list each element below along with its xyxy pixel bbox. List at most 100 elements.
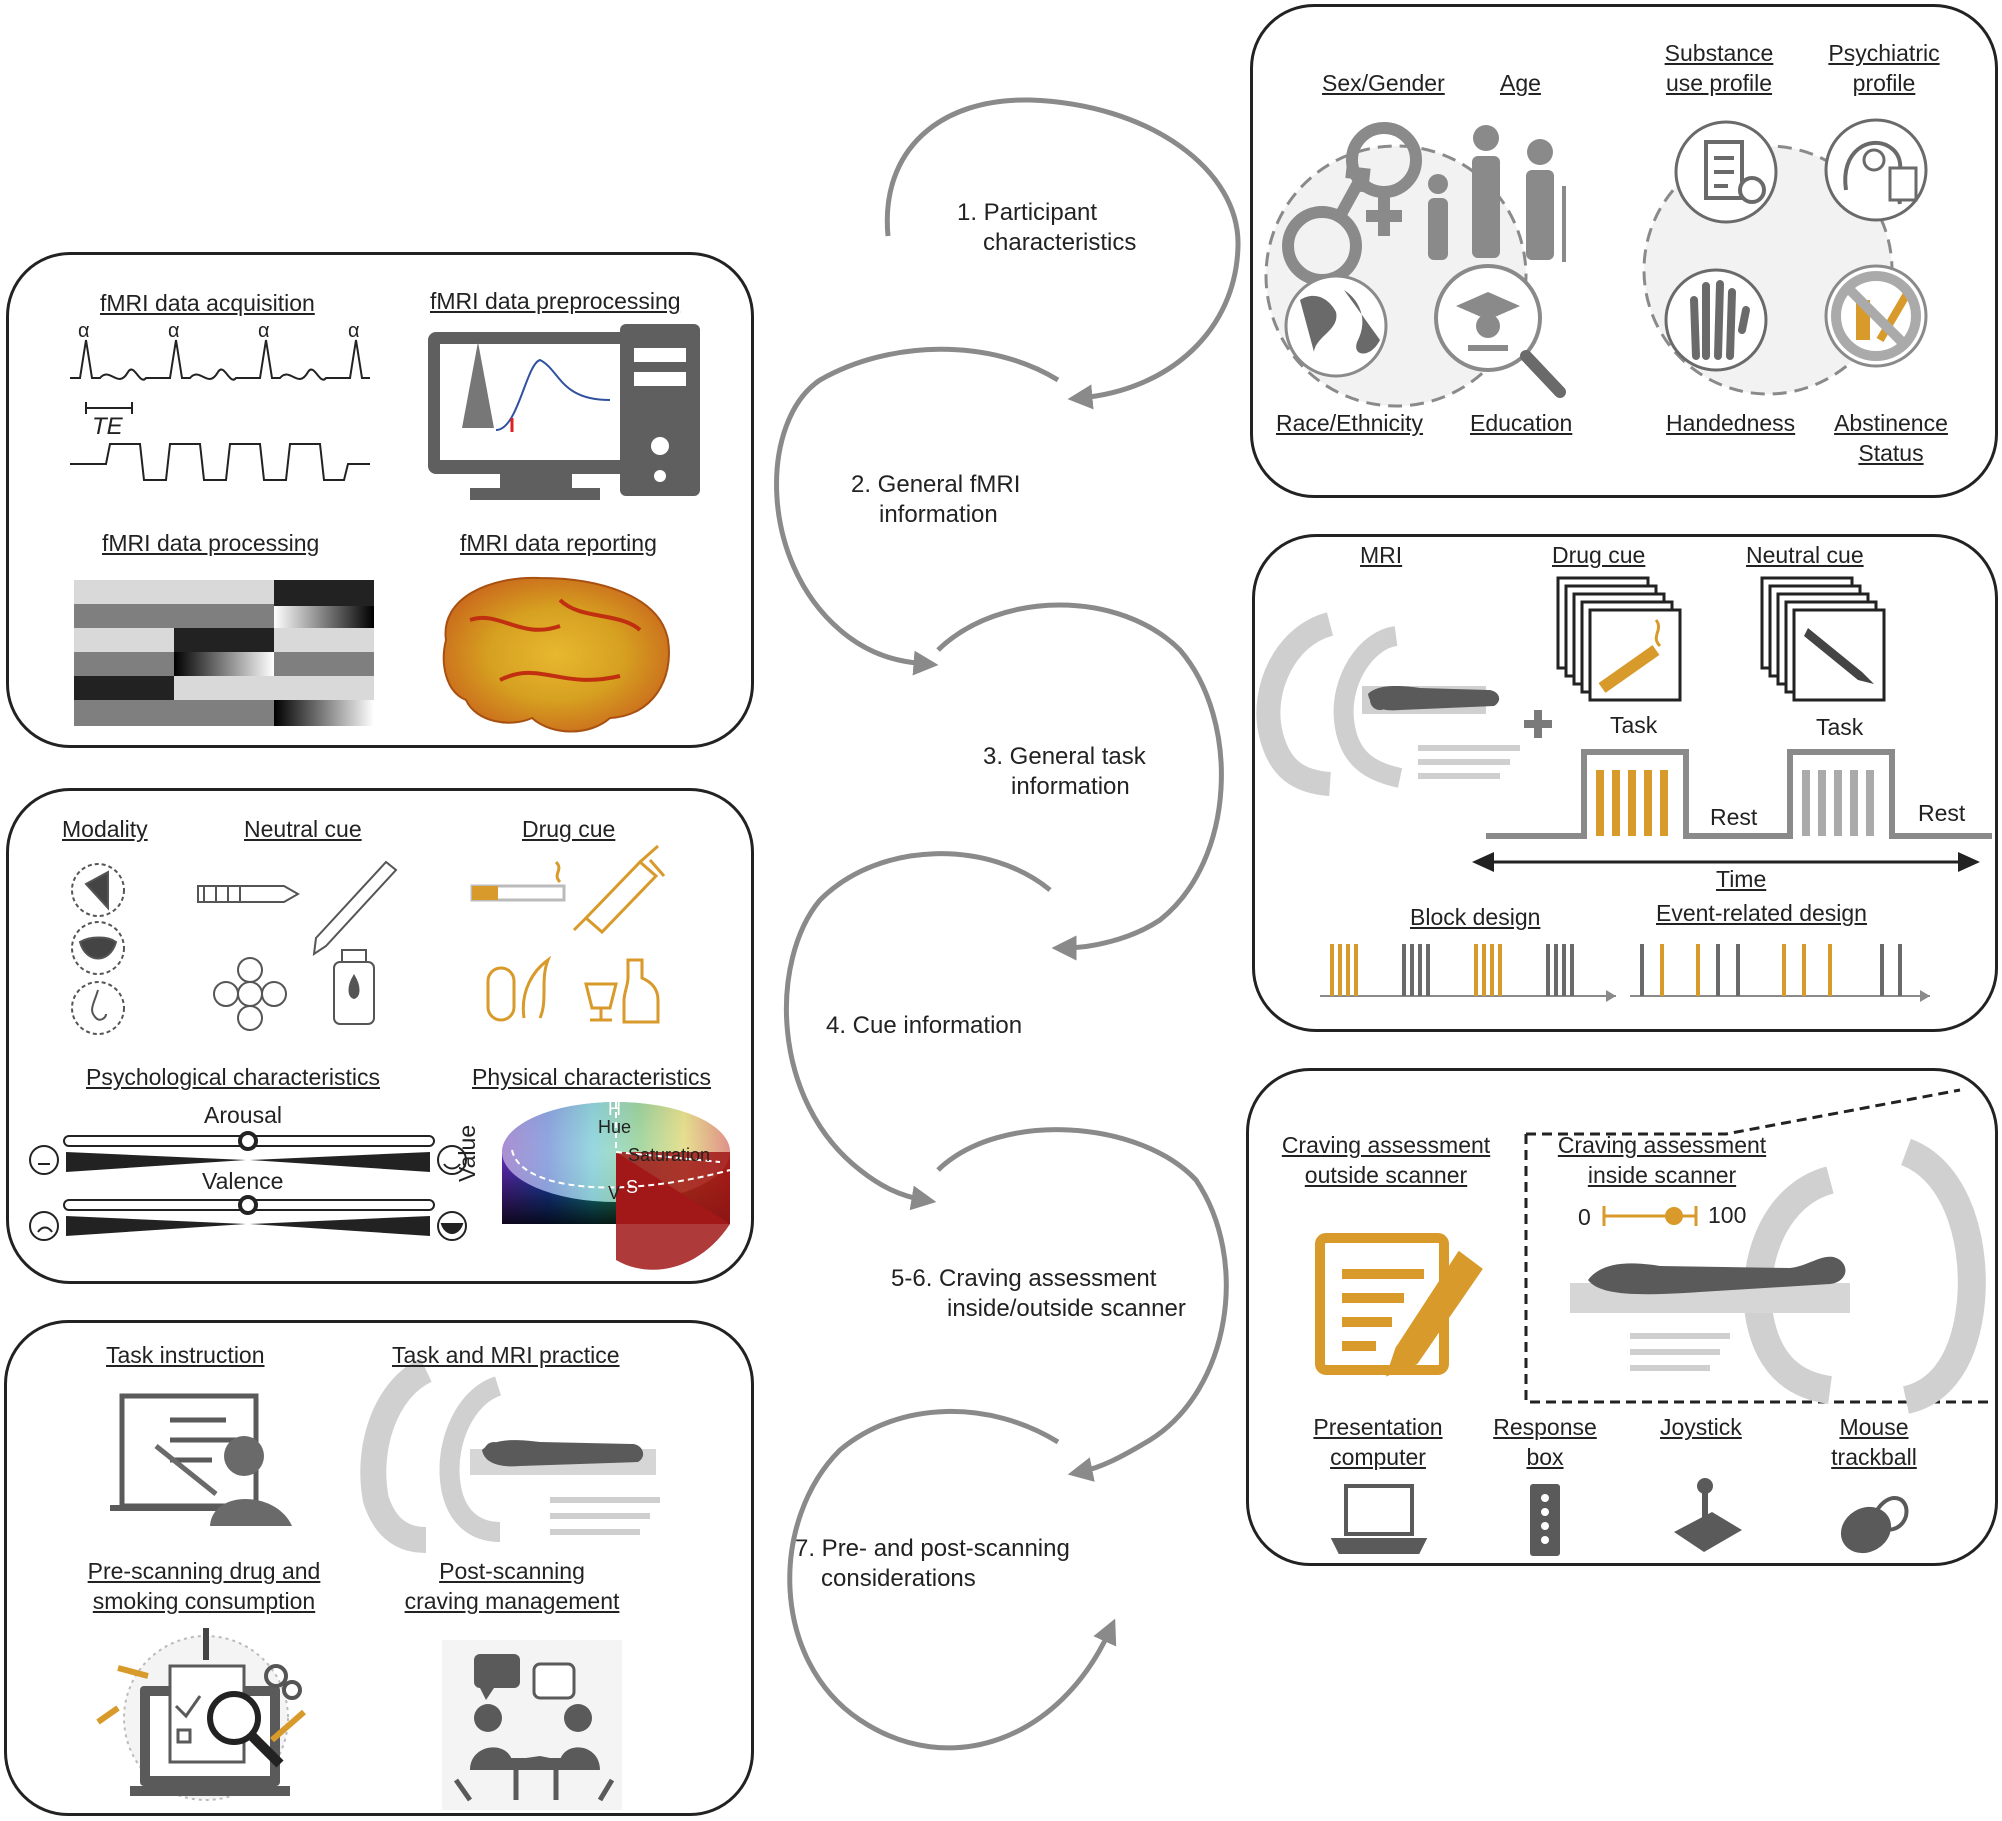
label-line: Status <box>1858 440 1924 466</box>
label-line: Pre-scanning drug and <box>87 1558 321 1584</box>
scale-min-label: 0 <box>1578 1204 1591 1230</box>
mri-scanner-icon <box>1256 612 1552 796</box>
abstinence-status-label: Abstinence Status <box>1826 408 1956 468</box>
cycle-arrows <box>774 97 1241 1751</box>
label-line: trackball <box>1831 1444 1917 1470</box>
modality-icons <box>71 863 125 1035</box>
substance-use-label: Substance use profile <box>1650 38 1788 98</box>
alpha-label-4: α <box>348 320 360 342</box>
saturation-label: Saturation <box>628 1145 711 1165</box>
task-label-1: Task <box>1610 712 1658 738</box>
label-line: Psychiatric <box>1828 40 1940 66</box>
arousal-valence-sliders <box>29 1131 467 1241</box>
hsv-cylinder-icon <box>502 1102 731 1270</box>
questionnaire-icon <box>1315 1233 1483 1377</box>
task-label-2: Task <box>1816 714 1864 740</box>
step-line: characteristics <box>983 229 1137 256</box>
task-instruction-icon <box>110 1393 292 1526</box>
value-label: Value <box>454 1124 480 1182</box>
step-line: inside/outside scanner <box>947 1295 1186 1322</box>
prescan-consumption-icon <box>96 1628 306 1801</box>
step-2-label: 2. General fMRI information <box>851 470 1020 530</box>
modality-label: Modality <box>62 816 148 842</box>
cue-neutral-label: Neutral cue <box>244 816 362 842</box>
alpha-label-1: α <box>78 320 90 342</box>
craving-outside-label: Craving assessment outside scanner <box>1268 1130 1504 1190</box>
step-line: 1. Participant <box>957 199 1098 226</box>
craving-vas-scale <box>1602 1206 1698 1226</box>
step-line: 3. General task <box>983 743 1146 770</box>
step-3-label: 3. General task information <box>983 742 1146 802</box>
label-line: profile <box>1852 70 1916 96</box>
step-7-label: 7. Pre- and post-scanning considerations <box>795 1534 1070 1594</box>
step-line: 2. General fMRI <box>851 471 1021 498</box>
label-line: Mouse <box>1839 1414 1909 1440</box>
step-5-6-label: 5-6. Craving assessment inside/outside s… <box>891 1264 1186 1324</box>
task-mri-practice-label: Task and MRI practice <box>392 1342 620 1368</box>
craving-inside-label: Craving assessment inside scanner <box>1546 1130 1778 1190</box>
mouse-trackball-icon <box>1840 1496 1909 1554</box>
age-icon <box>1428 125 1566 262</box>
postscan-craving-label: Post-scanning craving management <box>386 1556 638 1616</box>
substance-use-icon <box>1674 120 1778 224</box>
alpha-label-3: α <box>258 320 270 342</box>
mri-label: MRI <box>1360 542 1403 568</box>
s-label: S <box>626 1177 639 1197</box>
block-timeline <box>1472 749 1992 872</box>
design-matrix <box>74 580 374 726</box>
label-line: use profile <box>1665 70 1773 96</box>
task-neutral-cue-label: Neutral cue <box>1746 542 1864 568</box>
step-line: 7. Pre- and post-scanning <box>795 1535 1070 1562</box>
v-label: V <box>608 1183 621 1203</box>
craving-management-icon <box>442 1640 622 1810</box>
label-line: Post-scanning <box>439 1558 585 1584</box>
label-line: Abstinence <box>1834 410 1948 436</box>
age-label: Age <box>1500 70 1541 96</box>
step-line: information <box>1011 773 1130 800</box>
hue-label: Hue <box>598 1117 632 1137</box>
step-4-label: 4. Cue information <box>826 1011 1022 1041</box>
step-line: considerations <box>821 1565 976 1592</box>
drug-cue-cards <box>1556 576 1682 702</box>
joystick-icon <box>1674 1478 1742 1552</box>
inside-scanner-frame <box>1524 1134 1990 1404</box>
laptop-icon <box>1330 1484 1428 1554</box>
block-design-label: Block design <box>1410 904 1541 930</box>
race-ethnicity-label: Race/Ethnicity <box>1276 410 1424 436</box>
fmri-acquisition-label: fMRI data acquisition <box>100 290 315 316</box>
acquisition-waveform <box>70 339 370 481</box>
alpha-label-2: α <box>168 320 180 342</box>
sex-gender-label: Sex/Gender <box>1322 70 1445 96</box>
fmri-processing-label: fMRI data processing <box>102 530 320 556</box>
scale-max-label: 100 <box>1708 1202 1747 1228</box>
label-line: Craving assessment <box>1557 1132 1767 1158</box>
drug-cue-icons <box>470 844 666 1024</box>
prescan-consumption-label: Pre-scanning drug and smoking consumptio… <box>70 1556 338 1616</box>
globe-icon <box>1284 274 1388 378</box>
label-line: outside scanner <box>1304 1162 1468 1188</box>
label-line: box <box>1526 1444 1564 1470</box>
inside-scanner-frame-top <box>1526 1088 1961 1136</box>
physical-characteristics-label: Physical characteristics <box>472 1064 712 1090</box>
joystick-label: Joystick <box>1660 1414 1742 1440</box>
rest-label-2: Rest <box>1918 800 1966 826</box>
label-line: Craving assessment <box>1281 1132 1491 1158</box>
label-line: craving management <box>404 1588 620 1614</box>
response-box-label: Response box <box>1486 1412 1604 1472</box>
computer-icon <box>428 324 700 500</box>
event-related-design-label: Event-related design <box>1656 900 1867 926</box>
label-line: smoking consumption <box>92 1588 316 1614</box>
psychological-characteristics-label: Psychological characteristics <box>86 1064 381 1090</box>
practice-scanner-icon <box>360 1358 660 1553</box>
label-line: Substance <box>1664 40 1774 66</box>
fmri-preprocessing-label: fMRI data preprocessing <box>430 288 681 314</box>
abstinence-icon <box>1824 264 1928 368</box>
fmri-reporting-label: fMRI data reporting <box>460 530 657 556</box>
education-icon <box>1434 264 1566 398</box>
step-line: 5-6. Craving assessment <box>891 1265 1157 1292</box>
rest-label-1: Rest <box>1710 804 1758 830</box>
handedness-label: Handedness <box>1666 410 1796 436</box>
task-drug-cue-label: Drug cue <box>1552 542 1646 568</box>
task-instruction-label: Task instruction <box>106 1342 265 1368</box>
